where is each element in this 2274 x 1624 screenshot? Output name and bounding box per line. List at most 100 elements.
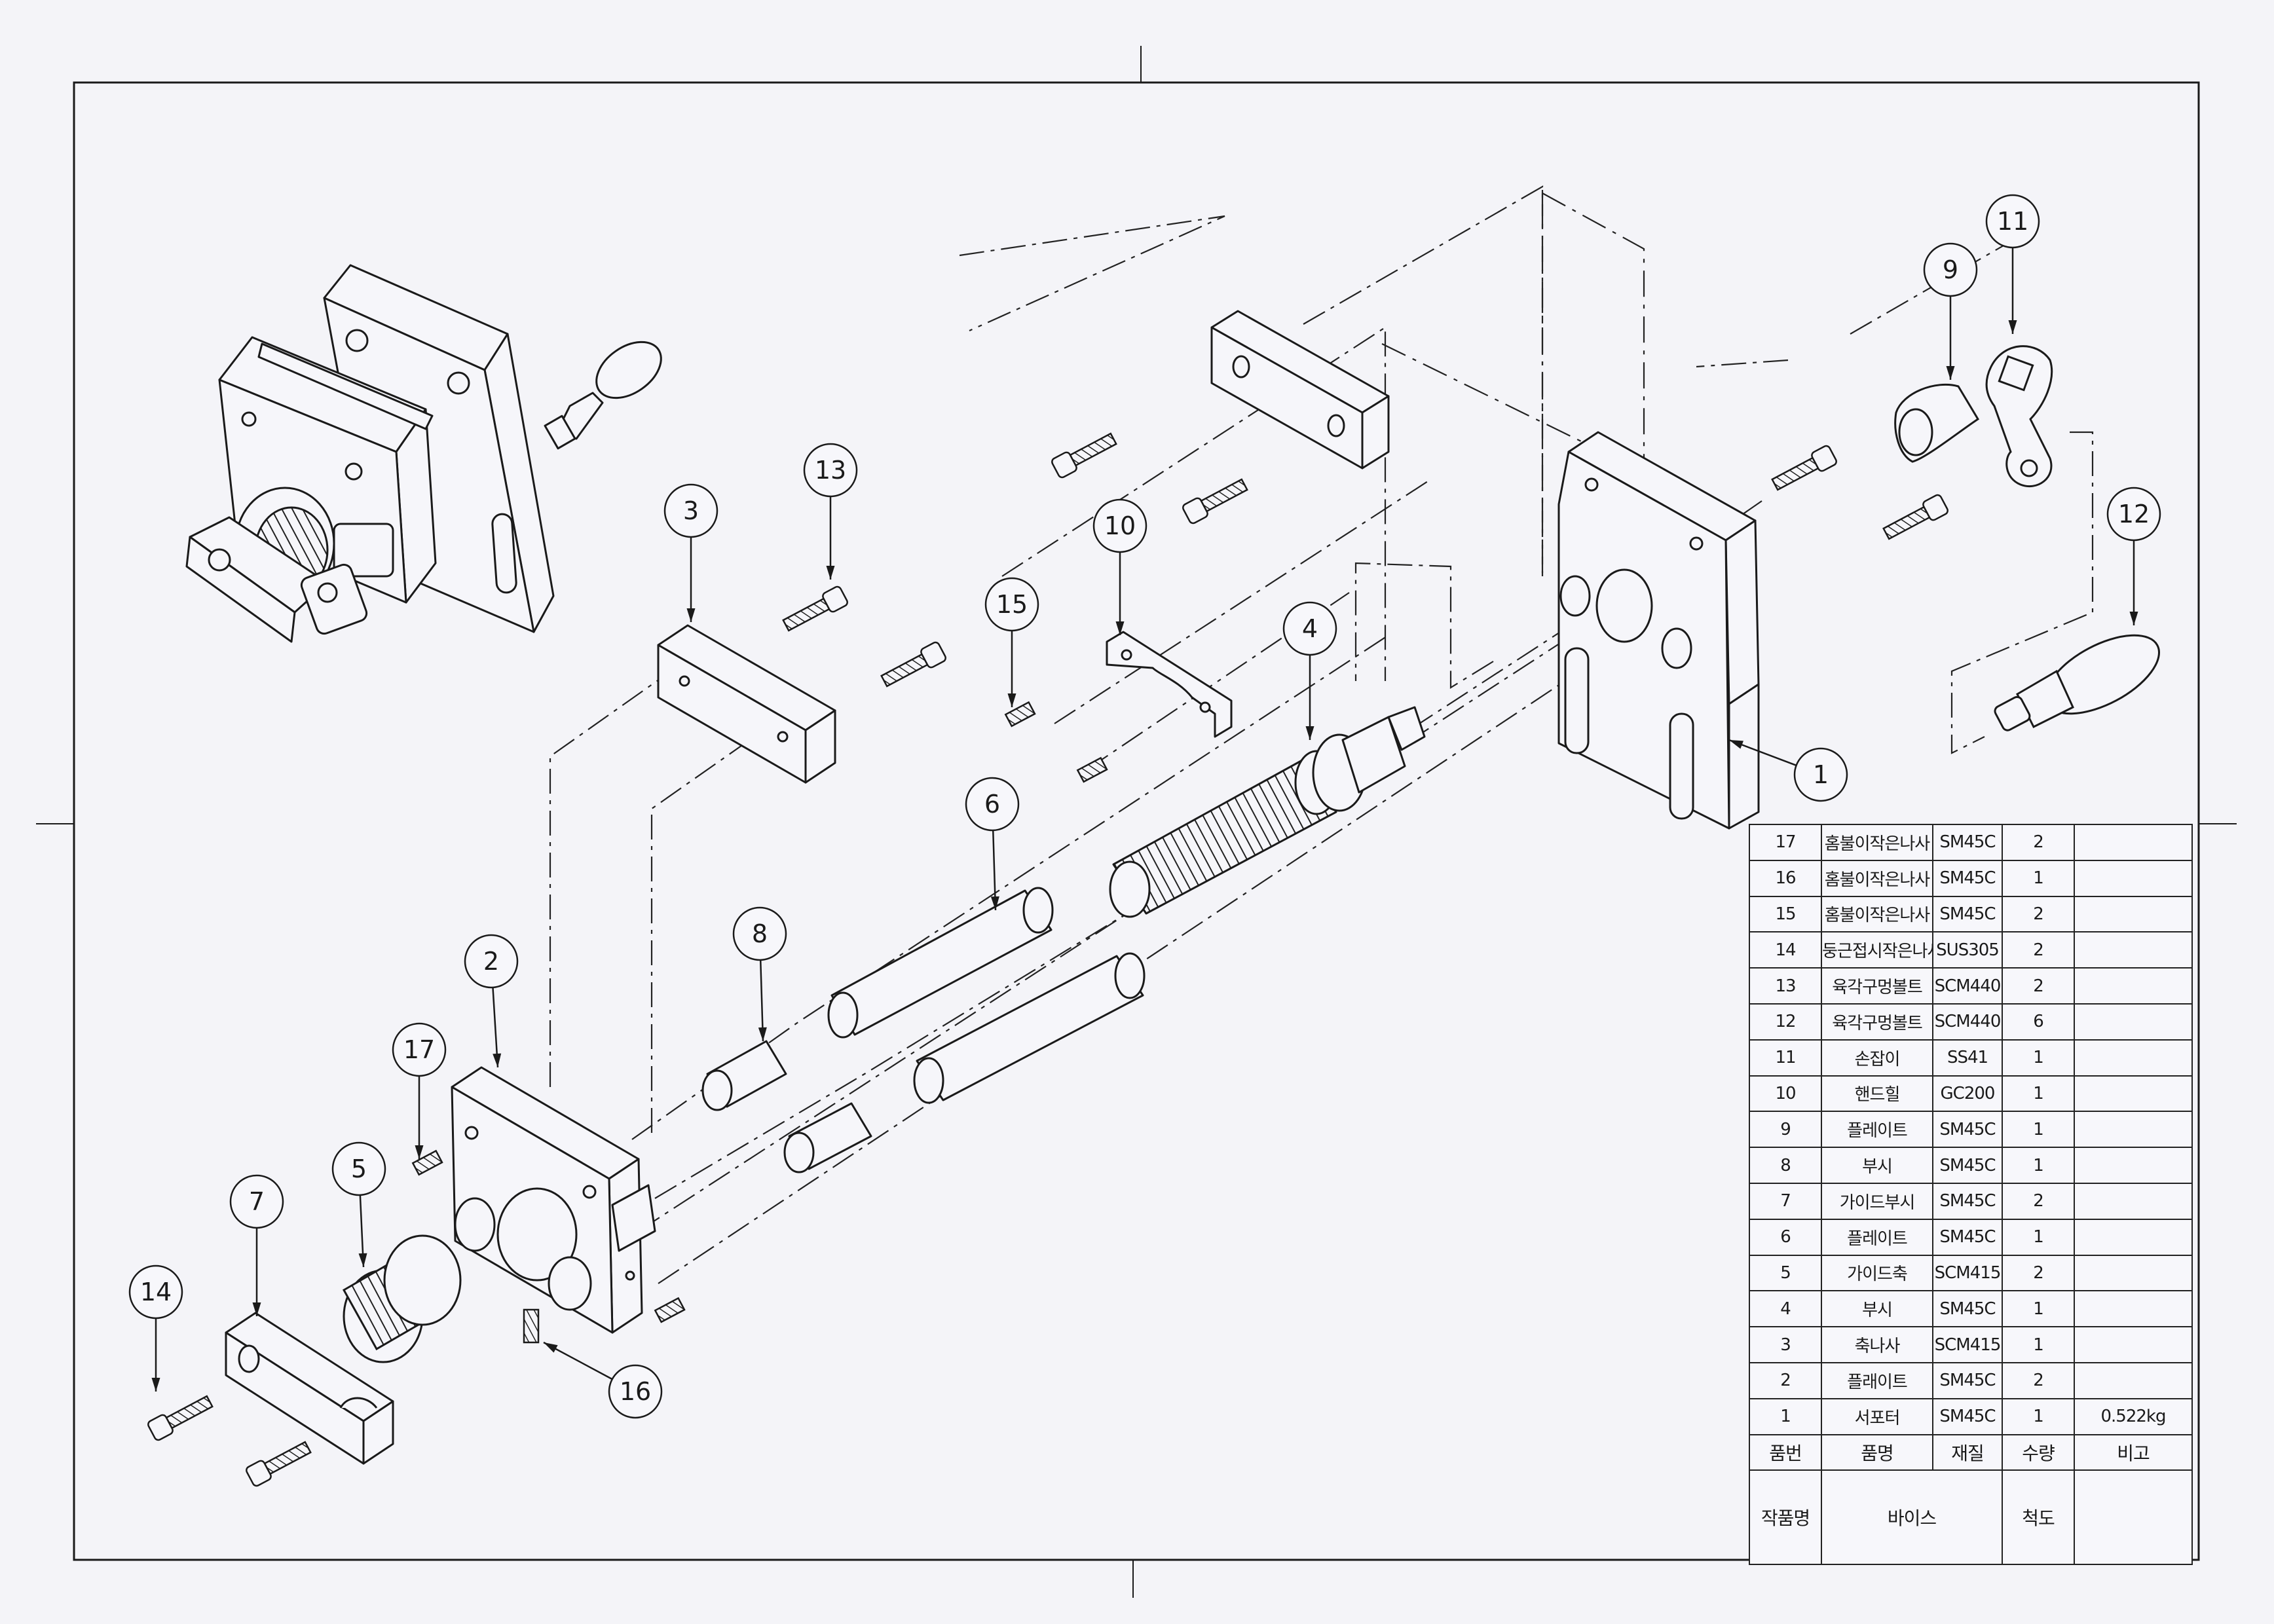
balloon-number: 17 <box>403 1035 435 1064</box>
part-1-supporter <box>1557 431 1760 830</box>
part-number-cell: 17 <box>1749 824 1822 861</box>
quantity-cell: 2 <box>2002 1182 2075 1220</box>
balloon-circle <box>229 1174 284 1229</box>
part-number-cell: 5 <box>1749 1254 1822 1292</box>
balloon-10: 10 <box>1092 498 1147 635</box>
balloon-number: 12 <box>2118 500 2150 528</box>
balloon-9: 9 <box>1923 242 1978 380</box>
part-8-bushes <box>701 1040 872 1173</box>
upper-plate <box>1210 310 1390 470</box>
header-part-name: 품명 <box>1821 1433 1933 1471</box>
balloon-circle <box>392 1022 447 1077</box>
balloon-number: 5 <box>351 1154 367 1183</box>
balloon-number: 8 <box>752 919 768 948</box>
part-10-handwheel-plate <box>1106 631 1233 738</box>
note-cell <box>2074 824 2193 861</box>
balloon-number: 14 <box>140 1278 172 1306</box>
header-material: 재질 <box>1932 1433 2003 1471</box>
balloon-15: 15 <box>984 577 1039 707</box>
title-label: 작품명 <box>1749 1469 1822 1566</box>
part-number-cell: 14 <box>1749 931 1822 969</box>
material-cell: SM45C <box>1932 895 2003 933</box>
part-number-cell: 16 <box>1749 859 1822 897</box>
balloon-number: 2 <box>483 947 499 976</box>
part-name-cell: 손잡이 <box>1821 1039 1933 1077</box>
material-cell: SM45C <box>1932 1111 2003 1149</box>
part-number-cell: 11 <box>1749 1039 1822 1077</box>
balloon-6: 6 <box>965 777 1020 911</box>
header-note: 비고 <box>2074 1433 2193 1471</box>
balloon-number: 9 <box>1943 255 1958 284</box>
material-cell: SM45C <box>1932 1290 2003 1328</box>
part-name-cell: 플래이트 <box>1821 1361 1933 1399</box>
header-part-number: 품번 <box>1749 1433 1822 1471</box>
part-name-cell: 축나사 <box>1821 1326 1933 1363</box>
material-cell: SM45C <box>1932 1361 2003 1399</box>
balloon-7: 7 <box>229 1174 284 1316</box>
material-cell: SCM415 <box>1932 1254 2003 1292</box>
part-number-cell: 13 <box>1749 967 1822 1005</box>
part-2-plate <box>451 1066 656 1334</box>
header-quantity: 수량 <box>2002 1433 2075 1471</box>
part-number-cell: 2 <box>1749 1361 1822 1399</box>
leader-arrowhead <box>415 1145 424 1159</box>
balloon-number: 6 <box>984 790 1000 819</box>
part-number-cell: 3 <box>1749 1326 1822 1363</box>
screws <box>147 432 1948 1487</box>
balloon-circle <box>1282 601 1337 656</box>
leader-arrowhead <box>826 565 835 580</box>
leader-arrowhead <box>1115 621 1125 635</box>
quantity-cell: 1 <box>2002 1147 2075 1184</box>
balloon-number: 4 <box>1302 614 1318 643</box>
material-cell: SS41 <box>1932 1039 2003 1077</box>
part-name-cell: 가이드축 <box>1821 1254 1933 1292</box>
part-number-cell: 4 <box>1749 1290 1822 1328</box>
drawing-frame <box>36 46 2237 1598</box>
part-name-cell: 홈불이작은나사 <box>1821 824 1933 861</box>
quantity-cell: 1 <box>2002 1290 2075 1328</box>
part-name-cell: 육각구멍볼트 <box>1821 967 1933 1005</box>
leader-arrowhead <box>1729 740 1743 749</box>
scale-label: 척도 <box>2002 1469 2075 1566</box>
leader-arrowhead <box>544 1342 558 1353</box>
balloon-8: 8 <box>732 906 787 1042</box>
part-5-guide-shaft-nut <box>342 1234 462 1363</box>
quantity-cell: 1 <box>2002 859 2075 897</box>
note-cell <box>2074 1039 2193 1077</box>
note-cell <box>2074 1254 2193 1292</box>
note-cell <box>2074 1111 2193 1149</box>
balloon-number: 16 <box>620 1377 651 1406</box>
leader-arrowhead <box>358 1253 367 1267</box>
part-12-grip <box>1994 634 2160 731</box>
balloon-circle <box>1793 747 1848 802</box>
balloon-17: 17 <box>392 1022 447 1159</box>
note-cell <box>2074 1218 2193 1256</box>
quantity-cell: 2 <box>2002 967 2075 1005</box>
scale-value <box>2074 1469 2193 1566</box>
part-7-guide-bush-block <box>225 1312 394 1465</box>
part-number-cell: 6 <box>1749 1218 1822 1256</box>
quantity-cell: 6 <box>2002 1003 2075 1041</box>
balloon-4: 4 <box>1282 601 1337 740</box>
quantity-cell: 1 <box>2002 1075 2075 1113</box>
leader-arrowhead <box>2008 320 2017 334</box>
quantity-cell: 2 <box>2002 824 2075 861</box>
note-cell <box>2074 931 2193 969</box>
leader-arrowhead <box>1946 365 1955 380</box>
part-number-cell: 10 <box>1749 1075 1822 1113</box>
title-value: 바이스 <box>1821 1469 2003 1566</box>
part-name-cell: 핸드힐 <box>1821 1075 1933 1113</box>
part-number-cell: 12 <box>1749 1003 1822 1041</box>
